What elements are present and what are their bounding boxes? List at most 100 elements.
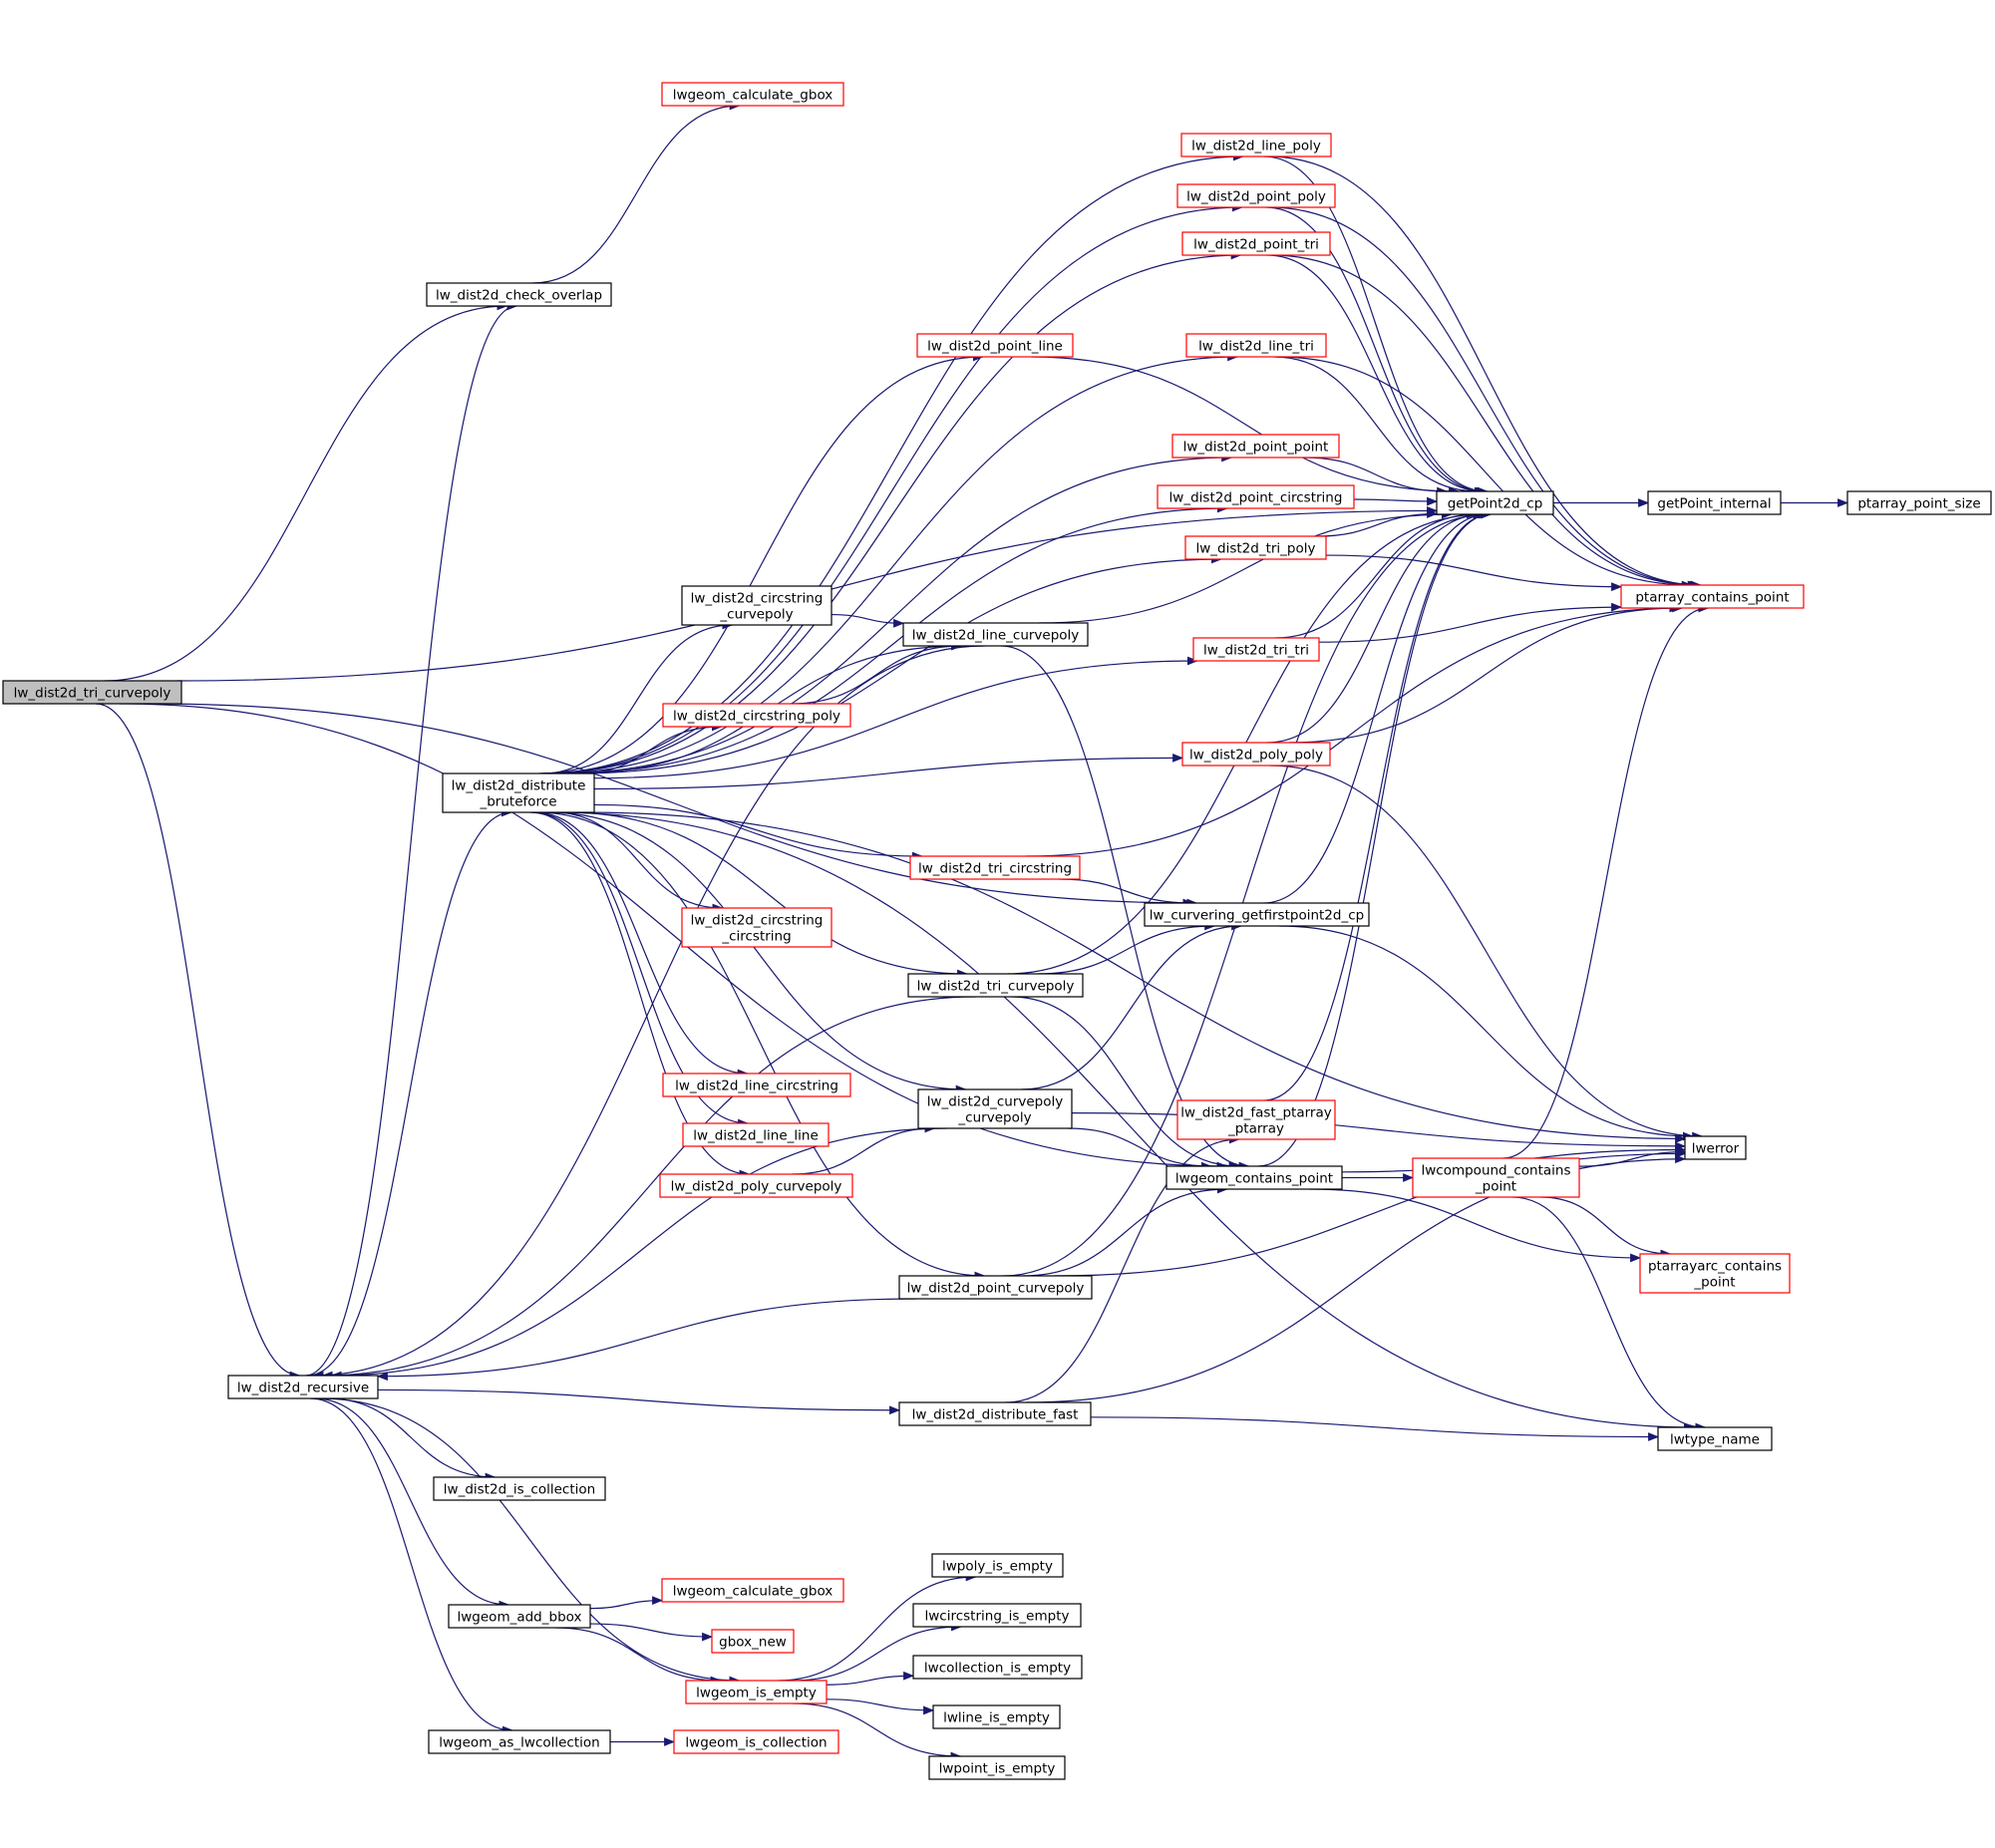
node-circstring_curvepoly[interactable]: lw_dist2d_circstring_curvepoly [681, 585, 832, 626]
node-fast_ptarray[interactable]: lw_dist2d_fast_ptarray_ptarray [1176, 1099, 1336, 1140]
node-box [916, 333, 1074, 358]
edge-recursive-to-as_lwcollection [310, 1397, 514, 1735]
node-box [227, 1375, 379, 1399]
node-box [898, 1275, 1093, 1300]
node-tri_poly[interactable]: lw_dist2d_tri_poly [1184, 535, 1327, 560]
node-lwcircstring_is_empty[interactable]: lwcircstring_is_empty [912, 1603, 1082, 1628]
edge-brute-to-tri_circstring [593, 803, 923, 861]
node-getpoint2d[interactable]: getPoint2d_cp [1436, 490, 1554, 515]
node-curvepoly_curvepoly[interactable]: lw_dist2d_curvepoly_curvepoly [917, 1088, 1073, 1129]
node-line_poly[interactable]: lw_dist2d_line_poly [1180, 133, 1332, 157]
node-circstring_poly[interactable]: lw_dist2d_circstring_poly [662, 703, 851, 728]
node-box [442, 772, 595, 813]
node-calc_gbox_top[interactable]: lwgeom_calculate_gbox [661, 82, 844, 107]
node-label: lwgeom_calculate_gbox [673, 88, 833, 104]
node-distribute_fast[interactable]: lw_dist2d_distribute_fast [898, 1401, 1092, 1426]
node-recursive[interactable]: lw_dist2d_recursive [227, 1375, 379, 1399]
node-tri_curvepoly[interactable]: lw_dist2d_tri_curvepoly [907, 973, 1084, 998]
node-label: _curvepoly [719, 607, 793, 623]
node-label: _bruteforce [479, 794, 556, 810]
edge-brute-to-point_line [538, 352, 984, 774]
node-tri_tri[interactable]: lw_dist2d_tri_tri [1192, 637, 1320, 662]
edge-curvepoly_curvepoly-to-contains_point [1068, 1127, 1212, 1171]
edge-curvepoly_curvepoly-to-curvering_first [1021, 921, 1243, 1090]
node-line_circstring[interactable]: lw_dist2d_line_circstring [662, 1073, 851, 1097]
edge-poly_poly-to-lwerror [1269, 765, 1704, 1141]
edge-root-to-contains_point [120, 703, 1228, 1171]
node-label: lw_dist2d_point_tri [1193, 237, 1319, 253]
node-label: lwpoint_is_empty [939, 1761, 1056, 1777]
node-label: lw_dist2d_tri_poly [1195, 541, 1315, 557]
node-gbox_new[interactable]: gbox_new [711, 1629, 795, 1654]
edge-root-to-recursive [95, 703, 301, 1381]
node-box [1846, 490, 1992, 515]
node-box [661, 82, 844, 107]
node-label: lw_curvering_getfirstpoint2d_cp [1150, 908, 1364, 924]
node-line_tri[interactable]: lw_dist2d_line_tri [1185, 333, 1327, 358]
node-label: lw_dist2d_recursive [237, 1381, 369, 1396]
edge-point_poly-to-getpoint2d [1264, 206, 1488, 496]
node-lwcollection_is_empty[interactable]: lwcollection_is_empty [912, 1655, 1083, 1680]
node-calc_gbox_bottom[interactable]: lwgeom_calculate_gbox [661, 1578, 844, 1603]
node-is_empty[interactable]: lwgeom_is_empty [685, 1680, 828, 1704]
edge-brute-to-line_line [531, 811, 750, 1128]
node-ptarray_point_size[interactable]: ptarray_point_size [1846, 490, 1992, 515]
node-poly_poly[interactable]: lw_dist2d_poly_poly [1181, 742, 1331, 767]
node-root[interactable]: lw_dist2d_tri_curvepoly [2, 680, 182, 705]
node-check_overlap[interactable]: lw_dist2d_check_overlap [426, 282, 612, 307]
node-lwline_is_empty[interactable]: lwline_is_empty [932, 1704, 1061, 1729]
node-as_lwcollection[interactable]: lwgeom_as_lwcollection [428, 1729, 611, 1754]
node-poly_curvepoly[interactable]: lw_dist2d_poly_curvepoly [659, 1173, 853, 1198]
node-label: gbox_new [719, 1635, 787, 1651]
node-lwerror[interactable]: lwerror [1684, 1135, 1747, 1160]
edge-brute-to-poly_poly [593, 754, 1184, 790]
node-curvering_first[interactable]: lw_curvering_getfirstpoint2d_cp [1144, 902, 1370, 927]
edge-add_bbox-to-calc_gbox_bottom [589, 1596, 664, 1610]
edge-is_empty-to-lwcollection_is_empty [826, 1671, 915, 1686]
node-point_tri[interactable]: lw_dist2d_point_tri [1181, 231, 1331, 256]
node-box [448, 1604, 591, 1629]
node-box [659, 1173, 853, 1198]
node-box [907, 973, 1084, 998]
node-box [681, 585, 832, 626]
edge-curvepoly_curvepoly-to-lwerror [1071, 1112, 1687, 1151]
node-box [661, 1578, 844, 1603]
node-ptarrayarc[interactable]: ptarrayarc_contains_point [1639, 1253, 1791, 1294]
node-label: lwcompound_contains [1421, 1163, 1570, 1179]
node-circstring_circstring[interactable]: lw_dist2d_circstring_circstring [681, 907, 832, 948]
node-label: lwcollection_is_empty [924, 1661, 1071, 1677]
node-getpoint_internal[interactable]: getPoint_internal [1647, 490, 1782, 515]
edge-brute-to-lwerror [583, 811, 1687, 1143]
node-ptarray_contains[interactable]: ptarray_contains_point [1620, 584, 1805, 609]
node-label: getPoint2d_cp [1448, 496, 1543, 512]
node-point_point[interactable]: lw_dist2d_point_point [1171, 434, 1340, 459]
node-lwpoly_is_empty[interactable]: lwpoly_is_empty [931, 1553, 1064, 1578]
node-add_bbox[interactable]: lwgeom_add_bbox [448, 1604, 591, 1629]
edge-brute-to-tri_curvepoly [566, 811, 969, 979]
edge-compound_contains-to-ptarrayarc [1540, 1196, 1672, 1259]
edge-line_tri-to-ptarray_contains [1276, 356, 1693, 590]
node-lwgeom_is_collection[interactable]: lwgeom_is_collection [673, 1729, 839, 1754]
node-box [1647, 490, 1782, 515]
edge-point_curvepoly-to-getpoint2d [1002, 509, 1490, 1277]
node-compound_contains[interactable]: lwcompound_contains_point [1412, 1157, 1580, 1198]
node-is_collection[interactable]: lw_dist2d_is_collection [433, 1476, 606, 1501]
node-point_poly[interactable]: lw_dist2d_point_poly [1176, 183, 1336, 208]
edge-point_poly-to-ptarray_contains [1269, 206, 1701, 590]
node-point_circstring[interactable]: lw_dist2d_point_circstring [1157, 484, 1355, 509]
node-tri_circstring[interactable]: lw_dist2d_tri_circstring [909, 855, 1081, 880]
node-point_line[interactable]: lw_dist2d_point_line [916, 333, 1074, 358]
node-lwpoint_is_empty[interactable]: lwpoint_is_empty [928, 1755, 1066, 1780]
node-contains_point[interactable]: lwgeom_contains_point [1165, 1165, 1343, 1190]
node-box [1639, 1253, 1791, 1294]
node-label: lwtype_name [1670, 1432, 1760, 1448]
node-label: lwgeom_calculate_gbox [673, 1584, 833, 1600]
node-brute[interactable]: lw_dist2d_distribute_bruteforce [442, 772, 595, 813]
node-box [685, 1680, 828, 1704]
node-line_curvepoly[interactable]: lw_dist2d_line_curvepoly [902, 622, 1089, 647]
node-line_line[interactable]: lw_dist2d_line_line [682, 1122, 830, 1147]
node-point_curvepoly[interactable]: lw_dist2d_point_curvepoly [898, 1275, 1093, 1300]
node-lwtype_name[interactable]: lwtype_name [1657, 1426, 1773, 1451]
edge-poly_curvepoly-to-curvepoly_curvepoly [792, 1123, 936, 1175]
